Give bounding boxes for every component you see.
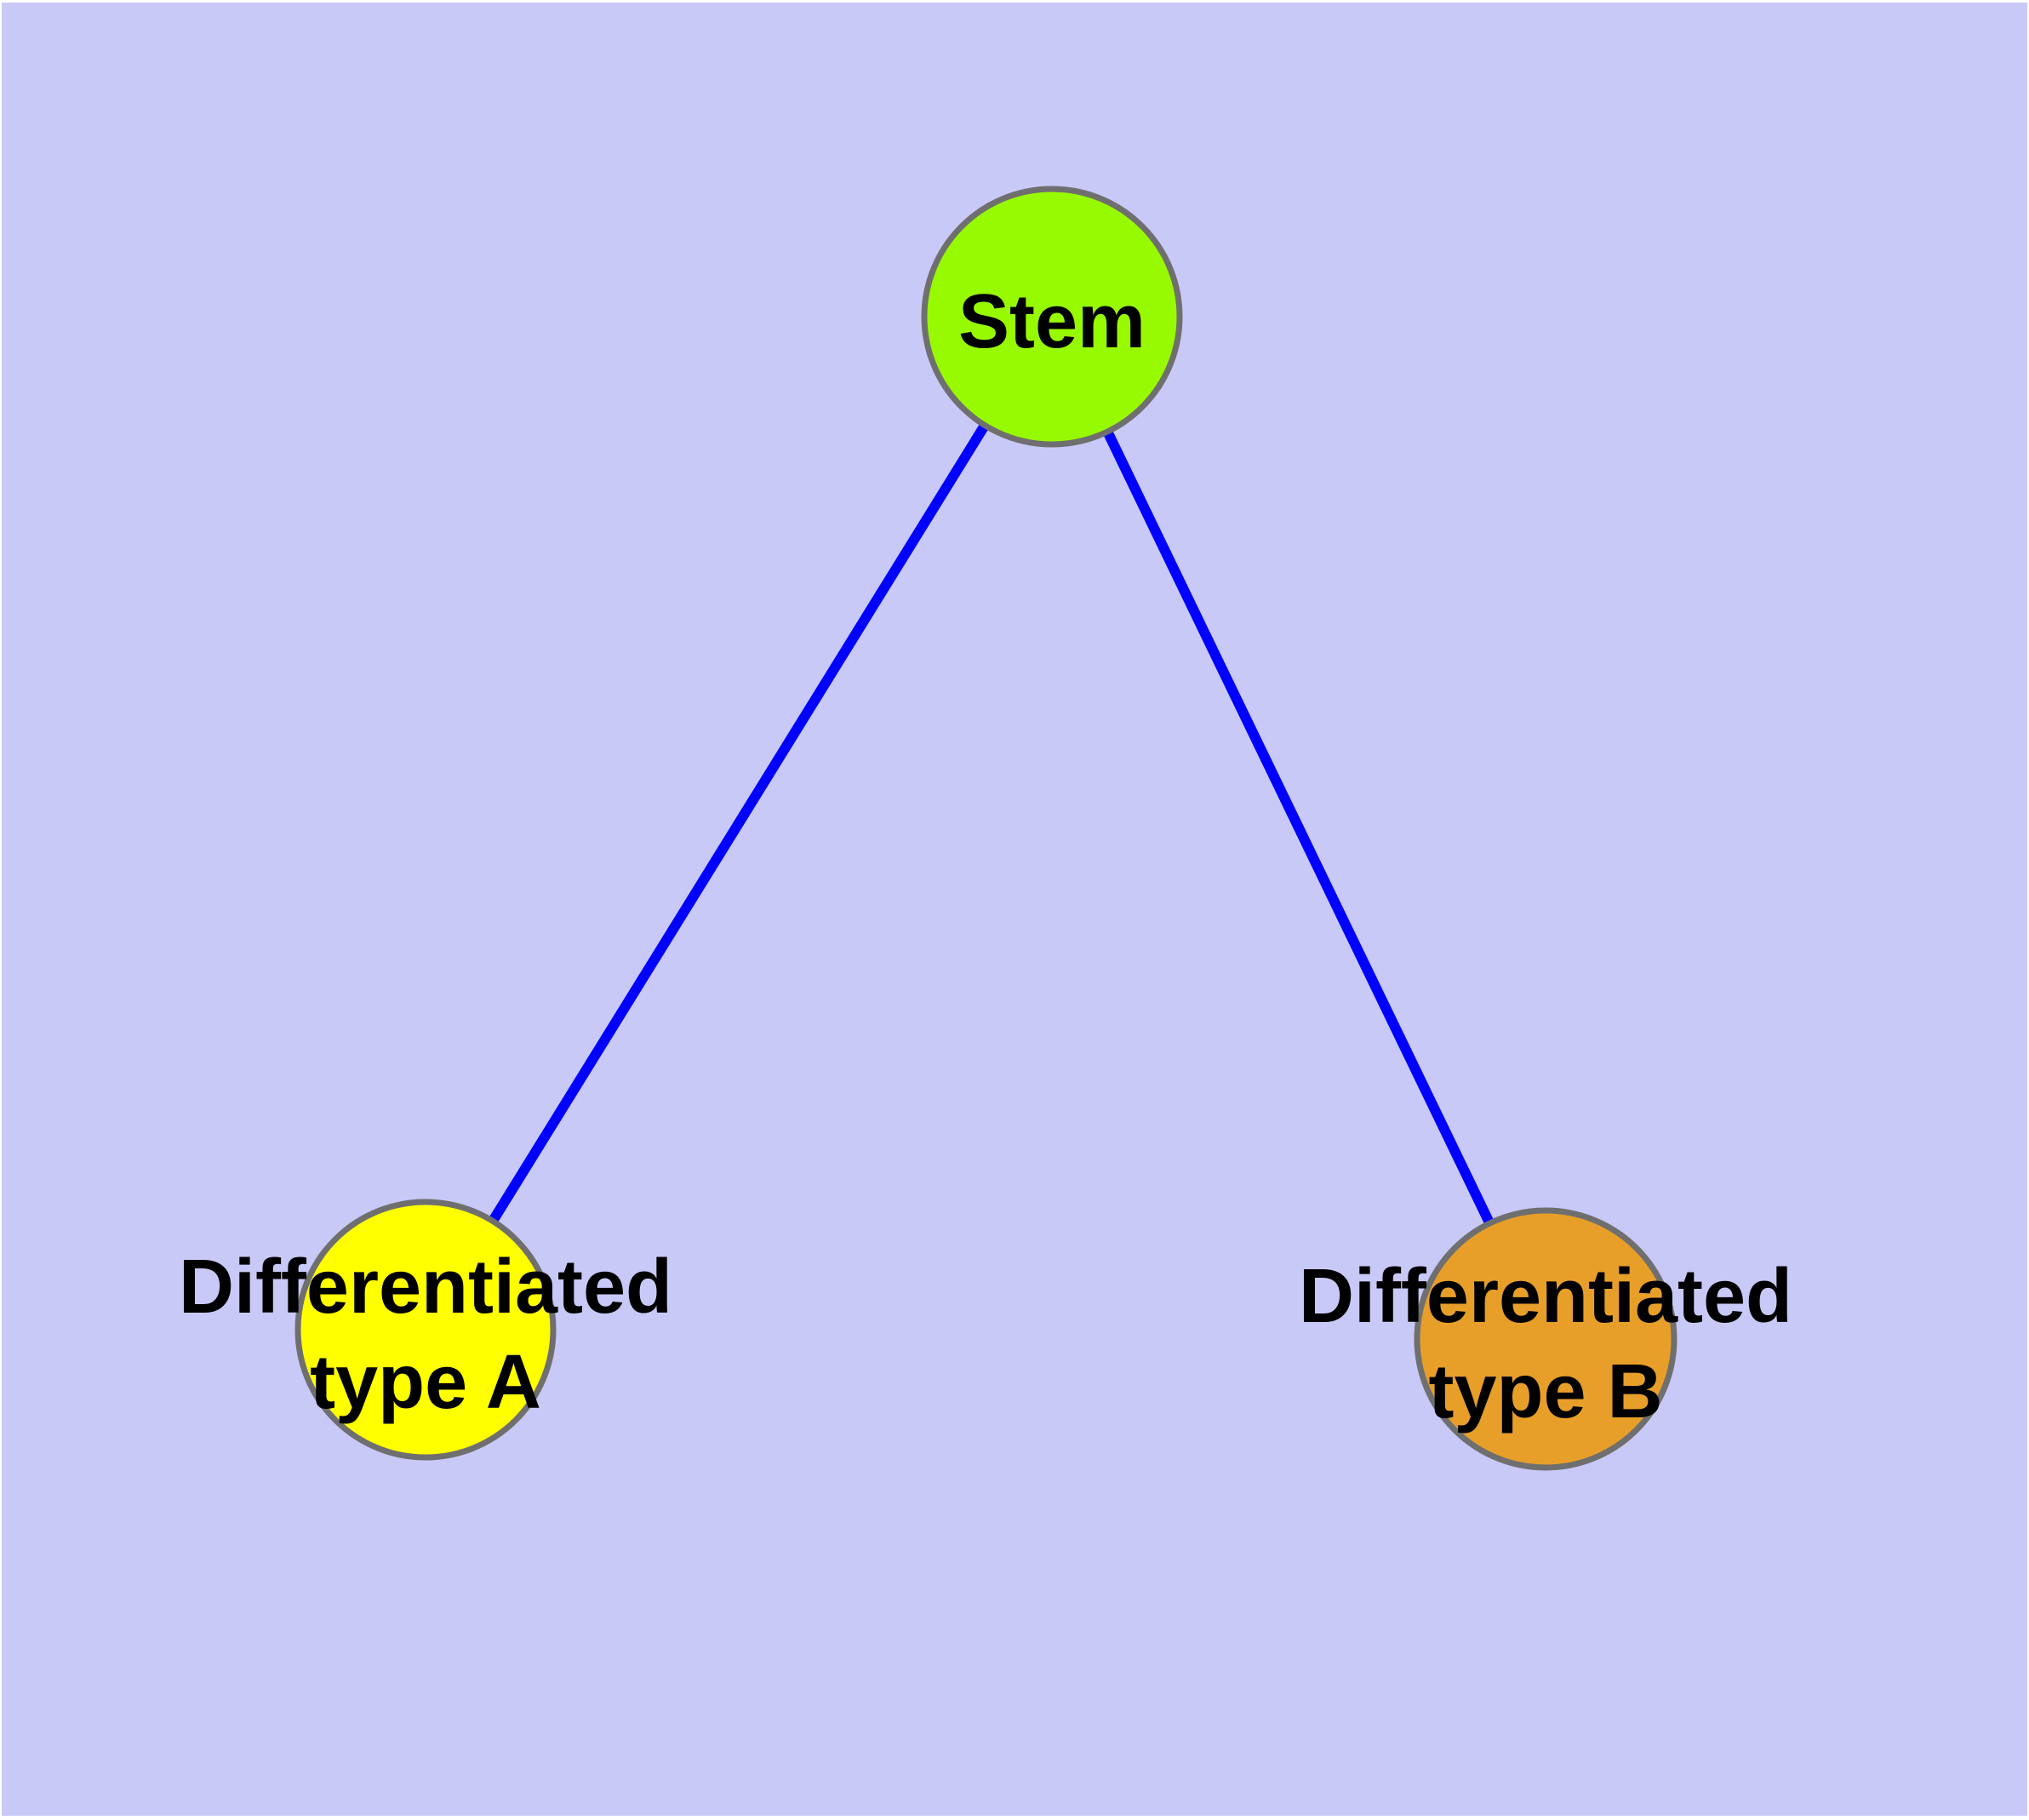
node-diff-b-circle — [1414, 1207, 1677, 1471]
node-diff-b-label-line: Differentiated — [1299, 1254, 1792, 1339]
edge-stem-diff-b — [1047, 314, 1551, 1342]
node-diff-a-circle — [294, 1199, 557, 1461]
node-diff-a-label-line: type A — [310, 1340, 541, 1425]
node-stem-circle — [921, 186, 1183, 448]
node-stem: Stem — [921, 186, 1183, 448]
node-diff-a: Differentiated type A — [179, 1199, 672, 1461]
node-stem-label: Stem — [958, 279, 1146, 364]
node-diff-a-label: Differentiated type A — [179, 1245, 672, 1425]
edge-stem-diff-a — [420, 313, 1057, 1333]
node-diff-a-label-line: Differentiated — [179, 1245, 672, 1330]
node-diff-b-label: Differentiated type B — [1299, 1254, 1792, 1434]
node-diff-b-label-line: type B — [1428, 1349, 1662, 1434]
node-diff-b: Differentiated type B — [1299, 1207, 1792, 1471]
node-stem-label-line: Stem — [958, 279, 1146, 364]
